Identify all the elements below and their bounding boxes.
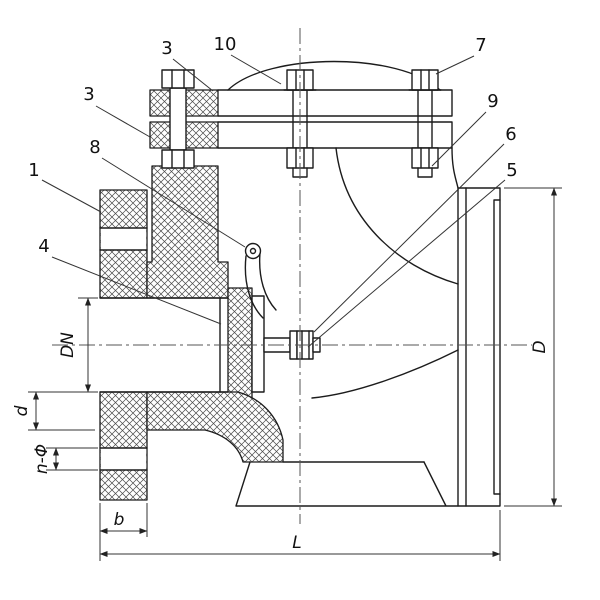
callout-1: 1 [28, 160, 39, 181]
body-neck-and-hub-section [146, 165, 229, 299]
callout-7: 7 [475, 35, 486, 56]
upper-bolt-hole [100, 228, 147, 250]
leader-10 [230, 54, 282, 85]
leader-6 [313, 143, 505, 333]
body-passage-curve-lower [311, 349, 459, 399]
callout-10: 10 [214, 34, 237, 55]
body-base-skirt [235, 461, 459, 507]
dim-label-n-phi: n-Φ [32, 444, 52, 474]
leader-8 [101, 157, 246, 248]
bonnet-bolt-right [408, 69, 442, 178]
hinge-pin-center [249, 247, 257, 255]
callout-4: 4 [38, 236, 49, 257]
leader-4 [51, 256, 222, 325]
callout-3-left: 3 [83, 84, 94, 105]
bolt-nut [411, 147, 439, 169]
leader-1 [41, 179, 102, 213]
bolt-head [161, 69, 195, 89]
centerlines [52, 28, 532, 524]
outlet-flange [457, 187, 501, 507]
leader-7 [435, 55, 475, 75]
dim-label-l: L [292, 533, 301, 553]
leader-3-top [172, 58, 214, 92]
swing-disc-assembly [244, 242, 321, 393]
part-callouts: 1 3 3 4 5 6 7 8 9 10 [28, 34, 518, 348]
disc-holder [251, 295, 265, 393]
body-passage-curve-upper [335, 147, 459, 285]
hinge-arm [244, 252, 277, 319]
bolt-shaft [169, 87, 187, 151]
dimensions: DN d n-Φ b L D [12, 187, 562, 561]
callout-6: 6 [505, 124, 516, 145]
hinge-pin [244, 242, 262, 260]
valve-body-outline [99, 60, 501, 507]
callout-9: 9 [487, 91, 498, 112]
dim-label-big-d: D [530, 340, 550, 353]
disc-section [227, 287, 253, 399]
leader-9 [431, 111, 487, 167]
callout-5: 5 [506, 160, 517, 181]
bonnet-bolt-sectioned [161, 69, 195, 169]
callout-3-top: 3 [161, 38, 172, 59]
dim-label-dn: DN [58, 332, 78, 358]
lower-bolt-hole [100, 448, 147, 470]
body-right-shoulder [451, 147, 459, 189]
dim-label-b: b [114, 510, 125, 530]
left-flange-lower-section [99, 391, 148, 501]
leader-3-left [95, 105, 151, 138]
outlet-flange-face-lines [465, 187, 501, 507]
dim-label-d: d [12, 405, 32, 416]
bolt-head [411, 69, 439, 91]
callout-8: 8 [89, 137, 100, 158]
bolt-nut [161, 149, 195, 169]
leader-5 [307, 179, 506, 348]
